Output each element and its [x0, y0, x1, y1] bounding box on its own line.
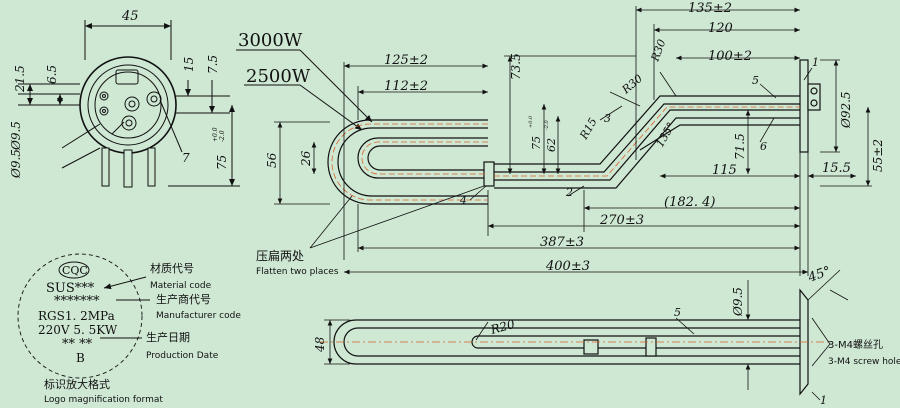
part-1-bottom: 1 [820, 394, 827, 407]
logo-date: ** ** [62, 337, 93, 352]
dim-387: 387±3 [540, 235, 584, 250]
dim-45: 45 [121, 9, 139, 24]
flatten-note-cn: 压扁两处 [256, 249, 304, 263]
screw-note-en: 3-M4 screw hole [828, 357, 900, 367]
dim-75-tol-upper: +0.0 [528, 115, 534, 128]
dim-75-tol-lower: -2.0 [219, 130, 226, 142]
dim-15: 15 [182, 57, 196, 72]
logo-maker: ******* [54, 294, 100, 309]
part-5: 5 [752, 74, 759, 87]
dim-21-5: 21.5 [13, 65, 27, 93]
part-5-bottom: 5 [674, 306, 681, 319]
dim-phi-9-5-b: Ø9.5 [9, 149, 23, 179]
side-view [327, 59, 821, 205]
logo-stamp-text: CQC SUS*** ******* RGS1. 2MPa 220V 5. 5K… [38, 261, 241, 405]
dim-75-side: 75 [530, 136, 543, 150]
part-2: 2 [565, 186, 573, 199]
dim-125: 125±2 [384, 53, 428, 68]
side-view-centerlines [331, 106, 800, 201]
dim-75: 75 [215, 155, 229, 170]
dim-45-deg: 45° [805, 264, 833, 286]
part-1: 1 [812, 56, 819, 69]
power-callouts [236, 49, 373, 131]
material-code-cn: 材质代号 [150, 261, 194, 275]
dim-7-5: 7.5 [206, 55, 220, 74]
part-6: 6 [760, 140, 767, 153]
date-en: Production Date [146, 351, 219, 361]
side-view-labels: 135±2 120 100±2 125±2 112±2 73.5 R30 R30… [265, 1, 885, 274]
dim-135: 135±2 [688, 1, 732, 16]
dim-r20: R20 [488, 317, 516, 337]
maker-code-cn: 生产商代号 [156, 292, 211, 306]
dim-100: 100±2 [708, 49, 752, 64]
maker-code-en: Manufacturer code [156, 311, 241, 321]
front-view [18, 20, 240, 188]
dim-62: 62 [545, 138, 558, 152]
dim-phi-92-5: Ø92.5 [839, 91, 853, 129]
dim-120: 120 [708, 21, 733, 36]
logo-stamp [17, 253, 150, 379]
power-3000w: 3000W [238, 30, 303, 51]
logo-cert: CQC [62, 264, 88, 277]
dim-phi-9-5-bottom: Ø9.5 [731, 287, 745, 317]
part-4: 4 [459, 194, 467, 207]
bottom-view-dims [324, 269, 849, 401]
dim-55: 55±2 [871, 139, 885, 172]
side-view-dims [274, 6, 872, 276]
part-7: 7 [182, 151, 190, 165]
dim-6-5: 6.5 [45, 65, 59, 84]
dim-270: 270±3 [599, 213, 644, 228]
dim-15-5: 15.5 [822, 161, 851, 176]
dim-48: 48 [313, 336, 327, 353]
logo-rating2: 220V 5. 5KW [38, 323, 118, 337]
front-view-labels: 45 21.5 6.5 15 7.5 75 +0.0 -2.0 Ø9.5 Ø9.… [9, 9, 229, 179]
dim-r30-top: R30 [648, 38, 668, 64]
dim-56: 56 [265, 152, 279, 168]
dim-phi-9-5-a: Ø9.5 [9, 121, 23, 151]
dim-182-4: (182. 4) [664, 195, 716, 210]
dim-400: 400±3 [545, 259, 590, 274]
logo-letter: B [76, 351, 85, 365]
dim-112: 112±2 [384, 79, 428, 94]
dim-r15: R15 [577, 116, 600, 143]
logo-caption-cn: 标识放大格式 [44, 377, 110, 391]
material-code-en: Material code [150, 281, 212, 291]
dim-115: 115 [712, 163, 737, 178]
dim-71-5: 71.5 [733, 133, 747, 160]
screw-note-cn: 3-M4螺丝孔 [828, 339, 883, 351]
power-2500w: 2500W [246, 66, 311, 87]
logo-caption-en: Logo magnification format [44, 395, 163, 405]
flatten-note-en: Flatten two places [256, 267, 339, 277]
dim-73-5: 73.5 [509, 53, 523, 80]
logo-rating1: RGS1. 2MPa [38, 309, 115, 323]
part-3: 3 [604, 112, 611, 125]
date-cn: 生产日期 [146, 330, 190, 344]
bottom-view-labels: 45° Ø9.5 R20 48 5 1 [313, 264, 833, 407]
dim-26: 26 [299, 150, 313, 167]
dim-62-tol-lower: -2.0 [544, 120, 550, 130]
logo-material: SUS*** [46, 281, 95, 296]
dim-r30-mid: R30 [619, 72, 645, 97]
dim-75-tol-upper: +0.0 [212, 127, 219, 142]
